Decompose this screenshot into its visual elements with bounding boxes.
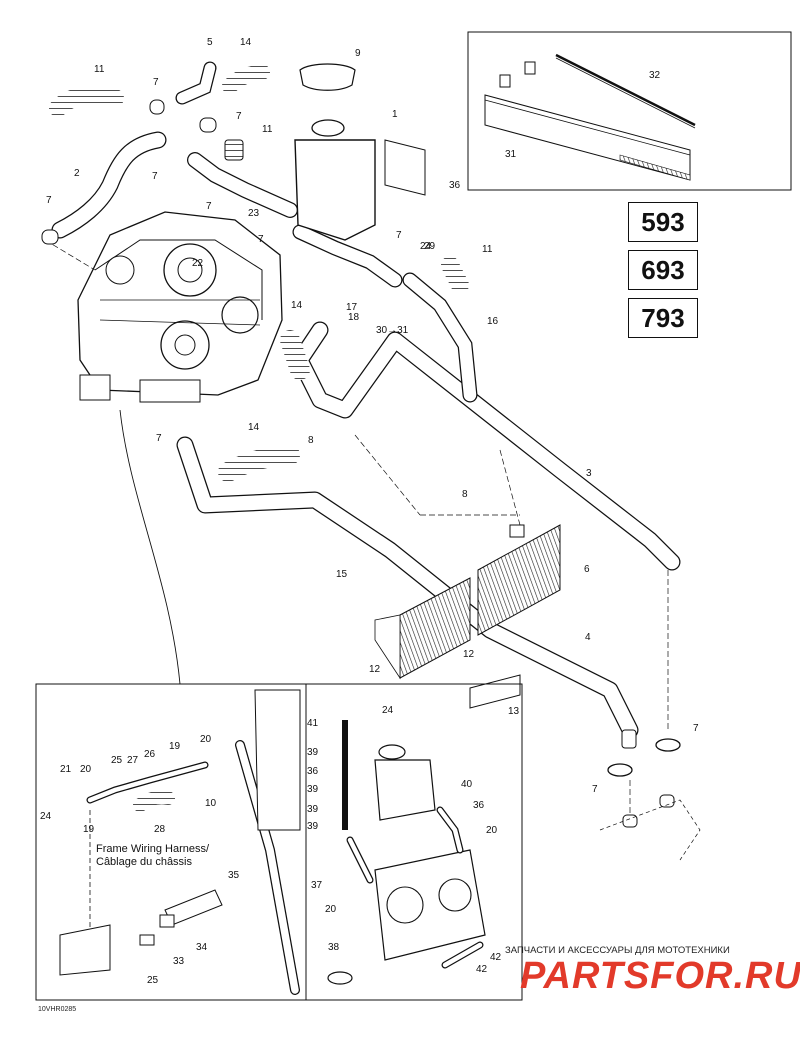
callout: 12 <box>463 649 475 660</box>
callout: 35 <box>228 870 240 881</box>
callout: 39 <box>307 784 319 795</box>
callout: 19 <box>83 824 95 835</box>
callout: 38 <box>328 942 340 953</box>
watermark-logo: PARTSFOR.RU <box>520 955 800 997</box>
callout: 18 <box>348 312 360 323</box>
callout: 25 <box>147 975 159 986</box>
model-number-793: 793 <box>628 298 698 338</box>
callout: 7 <box>693 723 699 734</box>
callout: 37 <box>311 880 323 891</box>
heat-exchanger-insert <box>467 31 792 191</box>
callout: 21 <box>60 764 72 775</box>
watermark-tagline: ЗАПЧАСТИ И АКСЕССУАРЫ ДЛЯ МОТОТЕХНИКИ <box>505 945 730 956</box>
callout: 24 <box>40 811 52 822</box>
callout: 8 <box>462 489 468 500</box>
model-number-693: 693 <box>628 250 698 290</box>
harness-label: Frame Wiring Harness/ Câblage du châssis <box>96 843 209 869</box>
callout: 17 <box>346 302 358 313</box>
callout: 31 <box>505 149 517 160</box>
callout: 5 <box>207 37 213 48</box>
callout: 16 <box>487 316 499 327</box>
callout: 30→31 <box>376 325 409 336</box>
callout: 14 <box>240 37 252 48</box>
rear-heat-exchangers <box>374 524 561 709</box>
callout: 22 <box>192 258 204 269</box>
callout: 24 <box>420 241 432 252</box>
callout: 11 <box>94 64 105 75</box>
upper-hoses <box>41 61 403 288</box>
harness-label-fr: Câblage du châssis <box>96 856 193 868</box>
callout: 3 <box>586 468 592 479</box>
callout: 11 <box>482 244 493 255</box>
callout: 13 <box>508 706 520 717</box>
routing-lines <box>354 434 669 815</box>
callout: 36 <box>473 800 485 811</box>
model-number-593: 593 <box>628 202 698 242</box>
callout: 11 <box>262 124 273 135</box>
callout: 7 <box>592 784 598 795</box>
callout: 29 <box>424 241 436 252</box>
callout: 8 <box>308 435 314 446</box>
callout: 20 <box>325 904 337 915</box>
callout: 19 <box>169 741 181 752</box>
callout: 10 <box>205 798 217 809</box>
callout: 39 <box>307 804 319 815</box>
callout: 2 <box>74 168 80 179</box>
callout: 15 <box>336 569 348 580</box>
callout: 32 <box>649 70 661 81</box>
callout: 7 <box>258 234 264 245</box>
callout: 40 <box>461 779 473 790</box>
callout: 14 <box>291 300 303 311</box>
callout: 9 <box>355 48 361 59</box>
callout: 23 <box>248 208 260 219</box>
callout: 25 <box>111 755 123 766</box>
callout: 7 <box>396 230 402 241</box>
callout: 7 <box>206 201 212 212</box>
engine-block <box>44 211 283 403</box>
callout: 41 <box>307 718 319 729</box>
callout: 20 <box>486 825 498 836</box>
callout: 28 <box>154 824 166 835</box>
callout: 14 <box>248 422 260 433</box>
callout: 20 <box>80 764 92 775</box>
carburetor-inset <box>305 683 523 1001</box>
callout: 36 <box>307 766 319 777</box>
callout: 7 <box>153 77 159 88</box>
callout: 7 <box>156 433 162 444</box>
callout: 27 <box>127 755 139 766</box>
callout: 42 <box>490 952 502 963</box>
callout: 7 <box>46 195 52 206</box>
callout: 42 <box>476 964 488 975</box>
rear-clamps <box>599 729 701 861</box>
callout: 39 <box>307 821 319 832</box>
callout: 34 <box>196 942 208 953</box>
harness-inset <box>35 683 307 1001</box>
harness-label-en: Frame Wiring Harness/ <box>96 843 210 855</box>
callout: 1 <box>392 109 398 120</box>
callout: 33 <box>173 956 185 967</box>
callout: 7 <box>152 171 158 182</box>
callout: 26 <box>144 749 156 760</box>
coolant-tank <box>294 63 426 241</box>
drawing-code: 10VHR0285 <box>38 1006 77 1013</box>
callout: 20 <box>200 734 212 745</box>
harness-wire <box>119 409 181 685</box>
callout: 4 <box>585 632 591 643</box>
callout: 6 <box>584 564 590 575</box>
callout: 7 <box>236 111 242 122</box>
callout: 24 <box>382 705 394 716</box>
callout-labels: 1 2 3 4 5 6 7 7 7 7 7 7 7 7 7 7 8 8 9 10… <box>40 37 699 986</box>
callout: 39 <box>307 747 319 758</box>
callout: 36 <box>449 180 461 191</box>
callout: 12 <box>369 664 381 675</box>
coolant-pipes <box>176 256 681 739</box>
